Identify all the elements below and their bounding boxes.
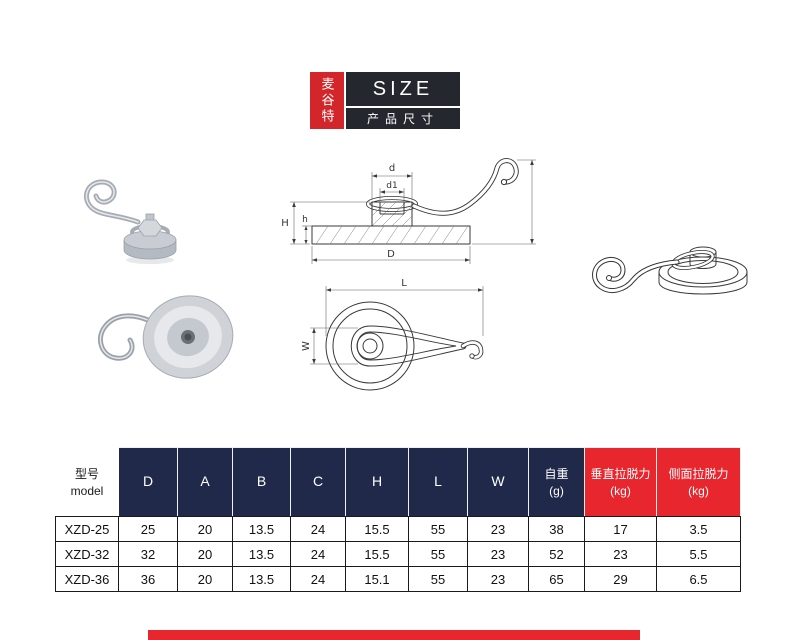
column-header-label: 自重 bbox=[544, 466, 569, 481]
table-row: XZD-25 25 20 13.5 24 15.5 55 23 38 17 3.… bbox=[55, 516, 741, 542]
table-cell-model: XZD-36 bbox=[55, 566, 119, 592]
table-cell: 55 bbox=[408, 541, 468, 567]
table-cell: 13.5 bbox=[232, 541, 291, 567]
table-cell-model: XZD-25 bbox=[55, 516, 119, 542]
column-header-C: C bbox=[290, 447, 346, 517]
table-cell: 13.5 bbox=[232, 516, 291, 542]
column-header-H: H bbox=[345, 447, 409, 517]
table-cell: 15.5 bbox=[345, 541, 409, 567]
column-header-label: 侧面拉脱力 bbox=[668, 466, 729, 481]
table-cell-model: XZD-32 bbox=[55, 541, 119, 567]
red-accent-bar bbox=[148, 630, 640, 640]
table-cell: 24 bbox=[290, 516, 346, 542]
table-cell: 3.5 bbox=[656, 516, 741, 542]
top-view-drawing: L W bbox=[301, 278, 484, 391]
table-cell: 20 bbox=[177, 566, 233, 592]
page-title: SIZE bbox=[346, 72, 460, 106]
table-cell: 23 bbox=[584, 541, 657, 567]
column-header-L: L bbox=[408, 447, 468, 517]
dimension-label-W: W bbox=[301, 341, 312, 351]
dimension-label-d: d bbox=[389, 163, 395, 174]
page-subtitle: 产品尺寸 bbox=[346, 108, 460, 129]
dimension-label-d1: d1 bbox=[386, 181, 397, 191]
column-header-label: A bbox=[200, 473, 210, 489]
table-cell: 15.1 bbox=[345, 566, 409, 592]
column-header-D: D bbox=[118, 447, 178, 517]
table-cell: 23 bbox=[467, 516, 529, 542]
column-header-label: L bbox=[434, 473, 442, 489]
table-cell: 24 bbox=[290, 541, 346, 567]
column-header-sublabel: (g) bbox=[549, 483, 564, 498]
column-header-model: 型号 model bbox=[55, 447, 119, 517]
dimension-label-h: h bbox=[302, 215, 308, 225]
table-cell: 20 bbox=[177, 541, 233, 567]
table-cell: 25 bbox=[118, 516, 178, 542]
column-header-sublabel: (kg) bbox=[688, 483, 709, 498]
table-row: XZD-36 36 20 13.5 24 15.1 55 23 65 29 6.… bbox=[55, 566, 741, 592]
column-header-label: H bbox=[371, 473, 383, 489]
table-cell: 24 bbox=[290, 566, 346, 592]
dimension-label-L: L bbox=[401, 278, 407, 289]
table-cell: 32 bbox=[118, 541, 178, 567]
side-view-drawing: d d1 H h D bbox=[281, 158, 536, 264]
brand-badge: 麦谷特 bbox=[310, 72, 344, 129]
table-cell: 13.5 bbox=[232, 566, 291, 592]
table-header-row: 型号 model D A B C H L W 自重 (g) 垂直拉脱力 bbox=[55, 447, 741, 517]
table-cell: 5.5 bbox=[656, 541, 741, 567]
table-cell: 29 bbox=[584, 566, 657, 592]
column-header-W: W bbox=[467, 447, 529, 517]
table-cell: 52 bbox=[528, 541, 585, 567]
column-header-label: C bbox=[312, 473, 324, 489]
column-header-vertical-pull: 垂直拉脱力 (kg) bbox=[584, 447, 657, 517]
column-header-side-pull: 侧面拉脱力 (kg) bbox=[656, 447, 741, 517]
table-cell: 15.5 bbox=[345, 516, 409, 542]
column-header-label: B bbox=[256, 473, 267, 489]
product-photo-hook-angled bbox=[84, 179, 177, 264]
column-header-label: D bbox=[142, 473, 154, 489]
table-cell: 55 bbox=[408, 566, 468, 592]
column-header-sublabel: (kg) bbox=[610, 483, 631, 498]
column-header-label: 型号 bbox=[74, 466, 99, 481]
table-cell: 17 bbox=[584, 516, 657, 542]
column-header-weight: 自重 (g) bbox=[528, 447, 585, 517]
table-cell: 20 bbox=[177, 516, 233, 542]
column-header-sublabel: model bbox=[70, 483, 104, 498]
dimension-label-D: D bbox=[387, 249, 395, 260]
table-row: XZD-32 32 20 13.5 24 15.5 55 23 52 23 5.… bbox=[55, 541, 741, 567]
table-cell: 65 bbox=[528, 566, 585, 592]
column-header-A: A bbox=[177, 447, 233, 517]
table-cell: 6.5 bbox=[656, 566, 741, 592]
dimension-label-H: H bbox=[281, 218, 289, 229]
wireframe-3d-drawing bbox=[592, 246, 748, 295]
table-cell: 23 bbox=[467, 541, 529, 567]
table-cell: 36 bbox=[118, 566, 178, 592]
column-header-label: 垂直拉脱力 bbox=[590, 466, 651, 481]
table-cell: 38 bbox=[528, 516, 585, 542]
table-cell: 23 bbox=[467, 566, 529, 592]
table-cell: 55 bbox=[408, 516, 468, 542]
column-header-B: B bbox=[232, 447, 291, 517]
spec-table: 型号 model D A B C H L W 自重 (g) 垂直拉脱力 bbox=[55, 447, 741, 592]
column-header-label: W bbox=[491, 473, 505, 489]
product-photo-magnet-face bbox=[98, 295, 234, 379]
